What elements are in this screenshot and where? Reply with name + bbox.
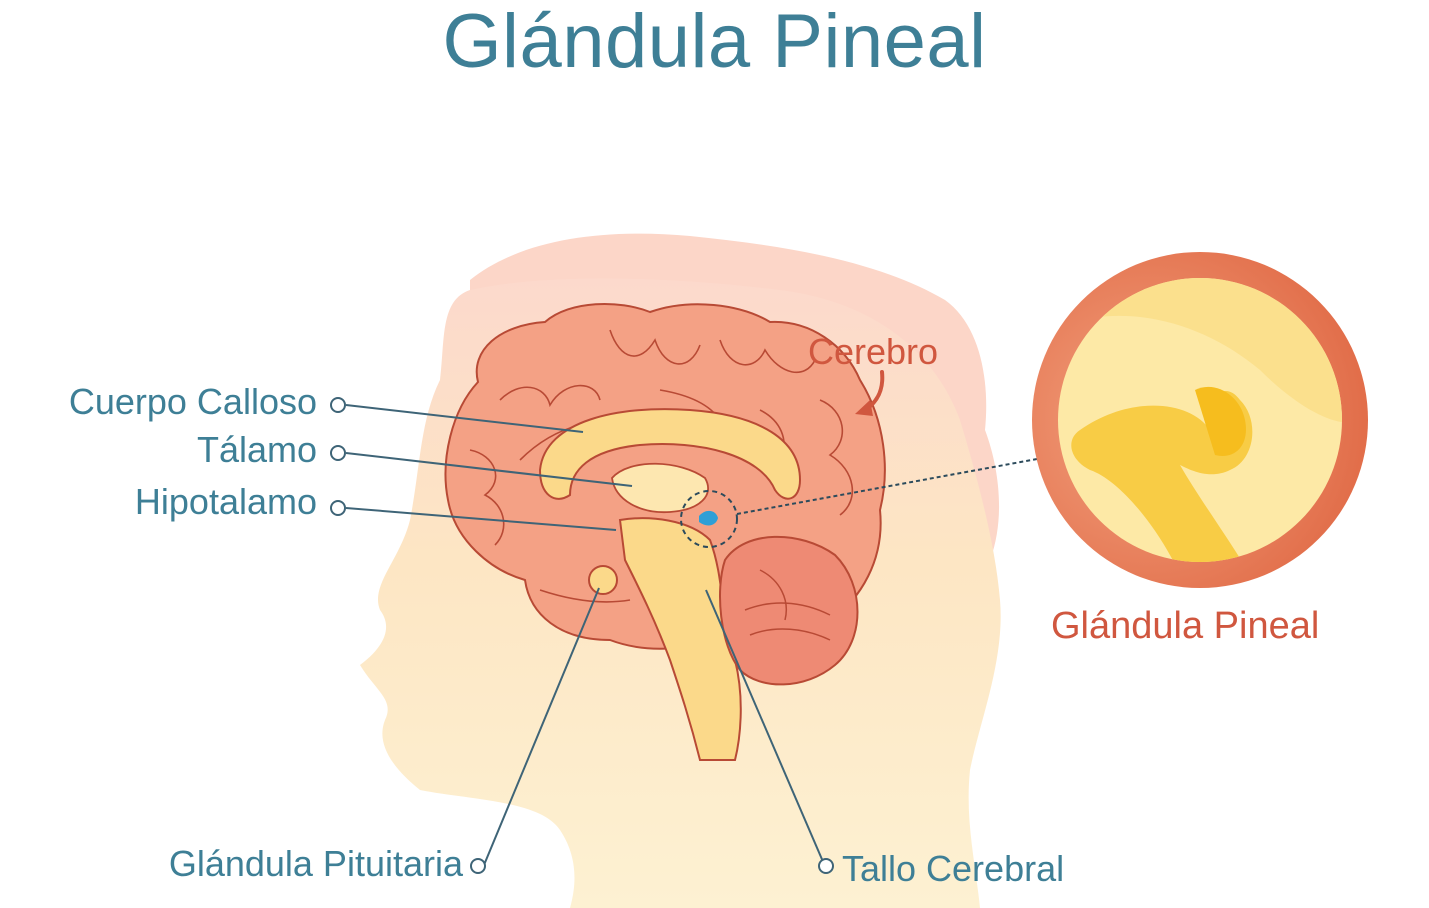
- pineal-highlight-circle: [680, 490, 738, 548]
- cerebro-arrow-head: [855, 400, 873, 416]
- cerebellum-folds: [744, 569, 831, 641]
- pineal-gland-shape: [699, 510, 718, 526]
- label-glandula-pineal: Glándula Pineal: [1051, 605, 1320, 647]
- pineal-zoom-view: [1058, 278, 1342, 562]
- label-tallo-cerebral: Tallo Cerebral: [842, 848, 1065, 889]
- label-cerebro: Cerebro: [808, 331, 939, 372]
- pituitary-shape: [588, 565, 618, 595]
- label-cuerpo-calloso: Cuerpo Calloso: [68, 381, 317, 422]
- pineal-dashed-connector: [736, 456, 1049, 515]
- label-hipotalamo: Hipotalamo: [134, 481, 317, 522]
- brain-gyri: [469, 329, 854, 603]
- cerebellum-shape: [719, 535, 859, 686]
- thalamus-shape: [611, 462, 709, 513]
- leader-line-endpoints: [330, 397, 834, 874]
- label-glandula-pituitaria: Glándula Pituitaria: [168, 843, 463, 884]
- brainstem-shape: [618, 517, 742, 761]
- leader-lines: [345, 404, 825, 866]
- page-title: Glándula Pineal: [442, 0, 987, 84]
- label-talamo: Tálamo: [196, 429, 317, 470]
